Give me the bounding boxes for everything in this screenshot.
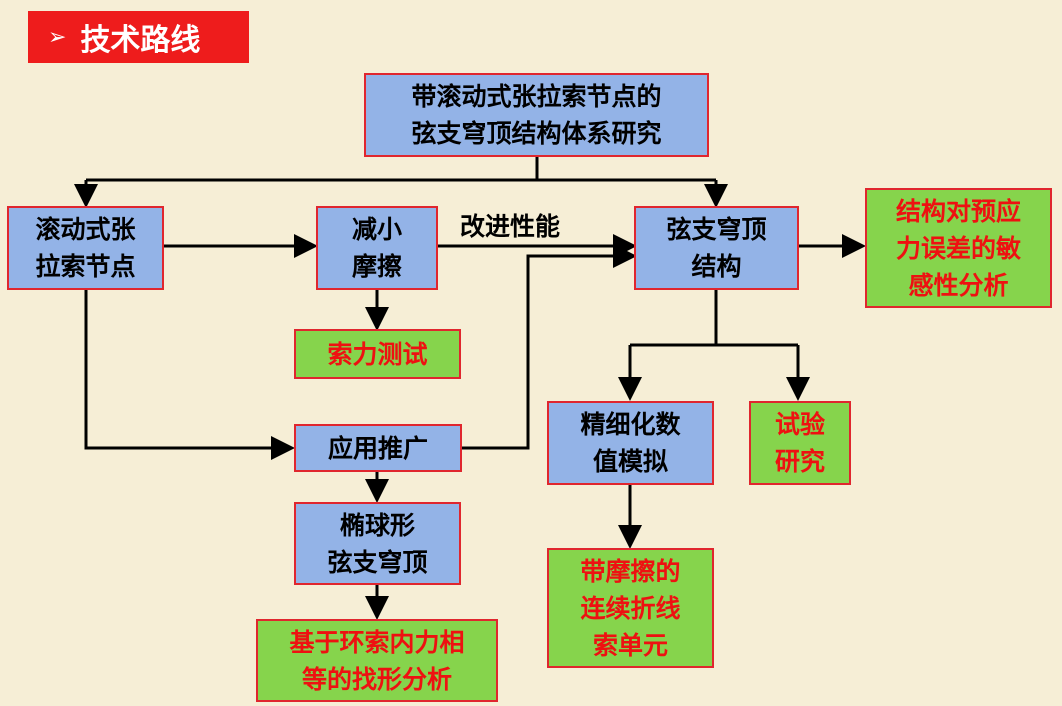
- arrow-rolling-to-application: [84, 289, 295, 460]
- node-rolling-cable-joint: 滚动式张 拉索节点: [7, 206, 164, 290]
- arrow-dome-split: [630, 289, 798, 347]
- node-reduce-friction: 减小 摩擦: [316, 206, 438, 290]
- arrow-root-split: [86, 156, 716, 182]
- node-experiment: 试验 研究: [749, 401, 851, 485]
- node-fine-simulation: 精细化数 值模拟: [547, 401, 714, 485]
- improve-performance-label: 改进性能: [460, 212, 561, 241]
- node-root-research: 带滚动式张拉索节点的 弦支穹顶结构体系研究: [364, 73, 709, 157]
- node-application: 应用推广: [294, 424, 462, 472]
- section-title: 技术路线: [80, 23, 201, 58]
- arrow-application-to-dome: [462, 244, 637, 450]
- arrow-bullet-icon: ➢: [48, 24, 67, 50]
- section-title-bar: ➢ 技术路线: [28, 11, 249, 63]
- node-suspen-dome-structure: 弦支穹顶 结构: [634, 206, 799, 290]
- node-sensitivity-analysis: 结构对预应 力误差的敏 感性分析: [865, 188, 1052, 308]
- node-cable-force-test: 索力测试: [294, 329, 461, 379]
- node-form-finding: 基于环索内力相 等的找形分析: [256, 619, 498, 702]
- node-ellipsoid-dome: 椭球形 弦支穹顶: [294, 502, 461, 585]
- node-friction-cable-element: 带摩擦的 连续折线 索单元: [547, 548, 714, 668]
